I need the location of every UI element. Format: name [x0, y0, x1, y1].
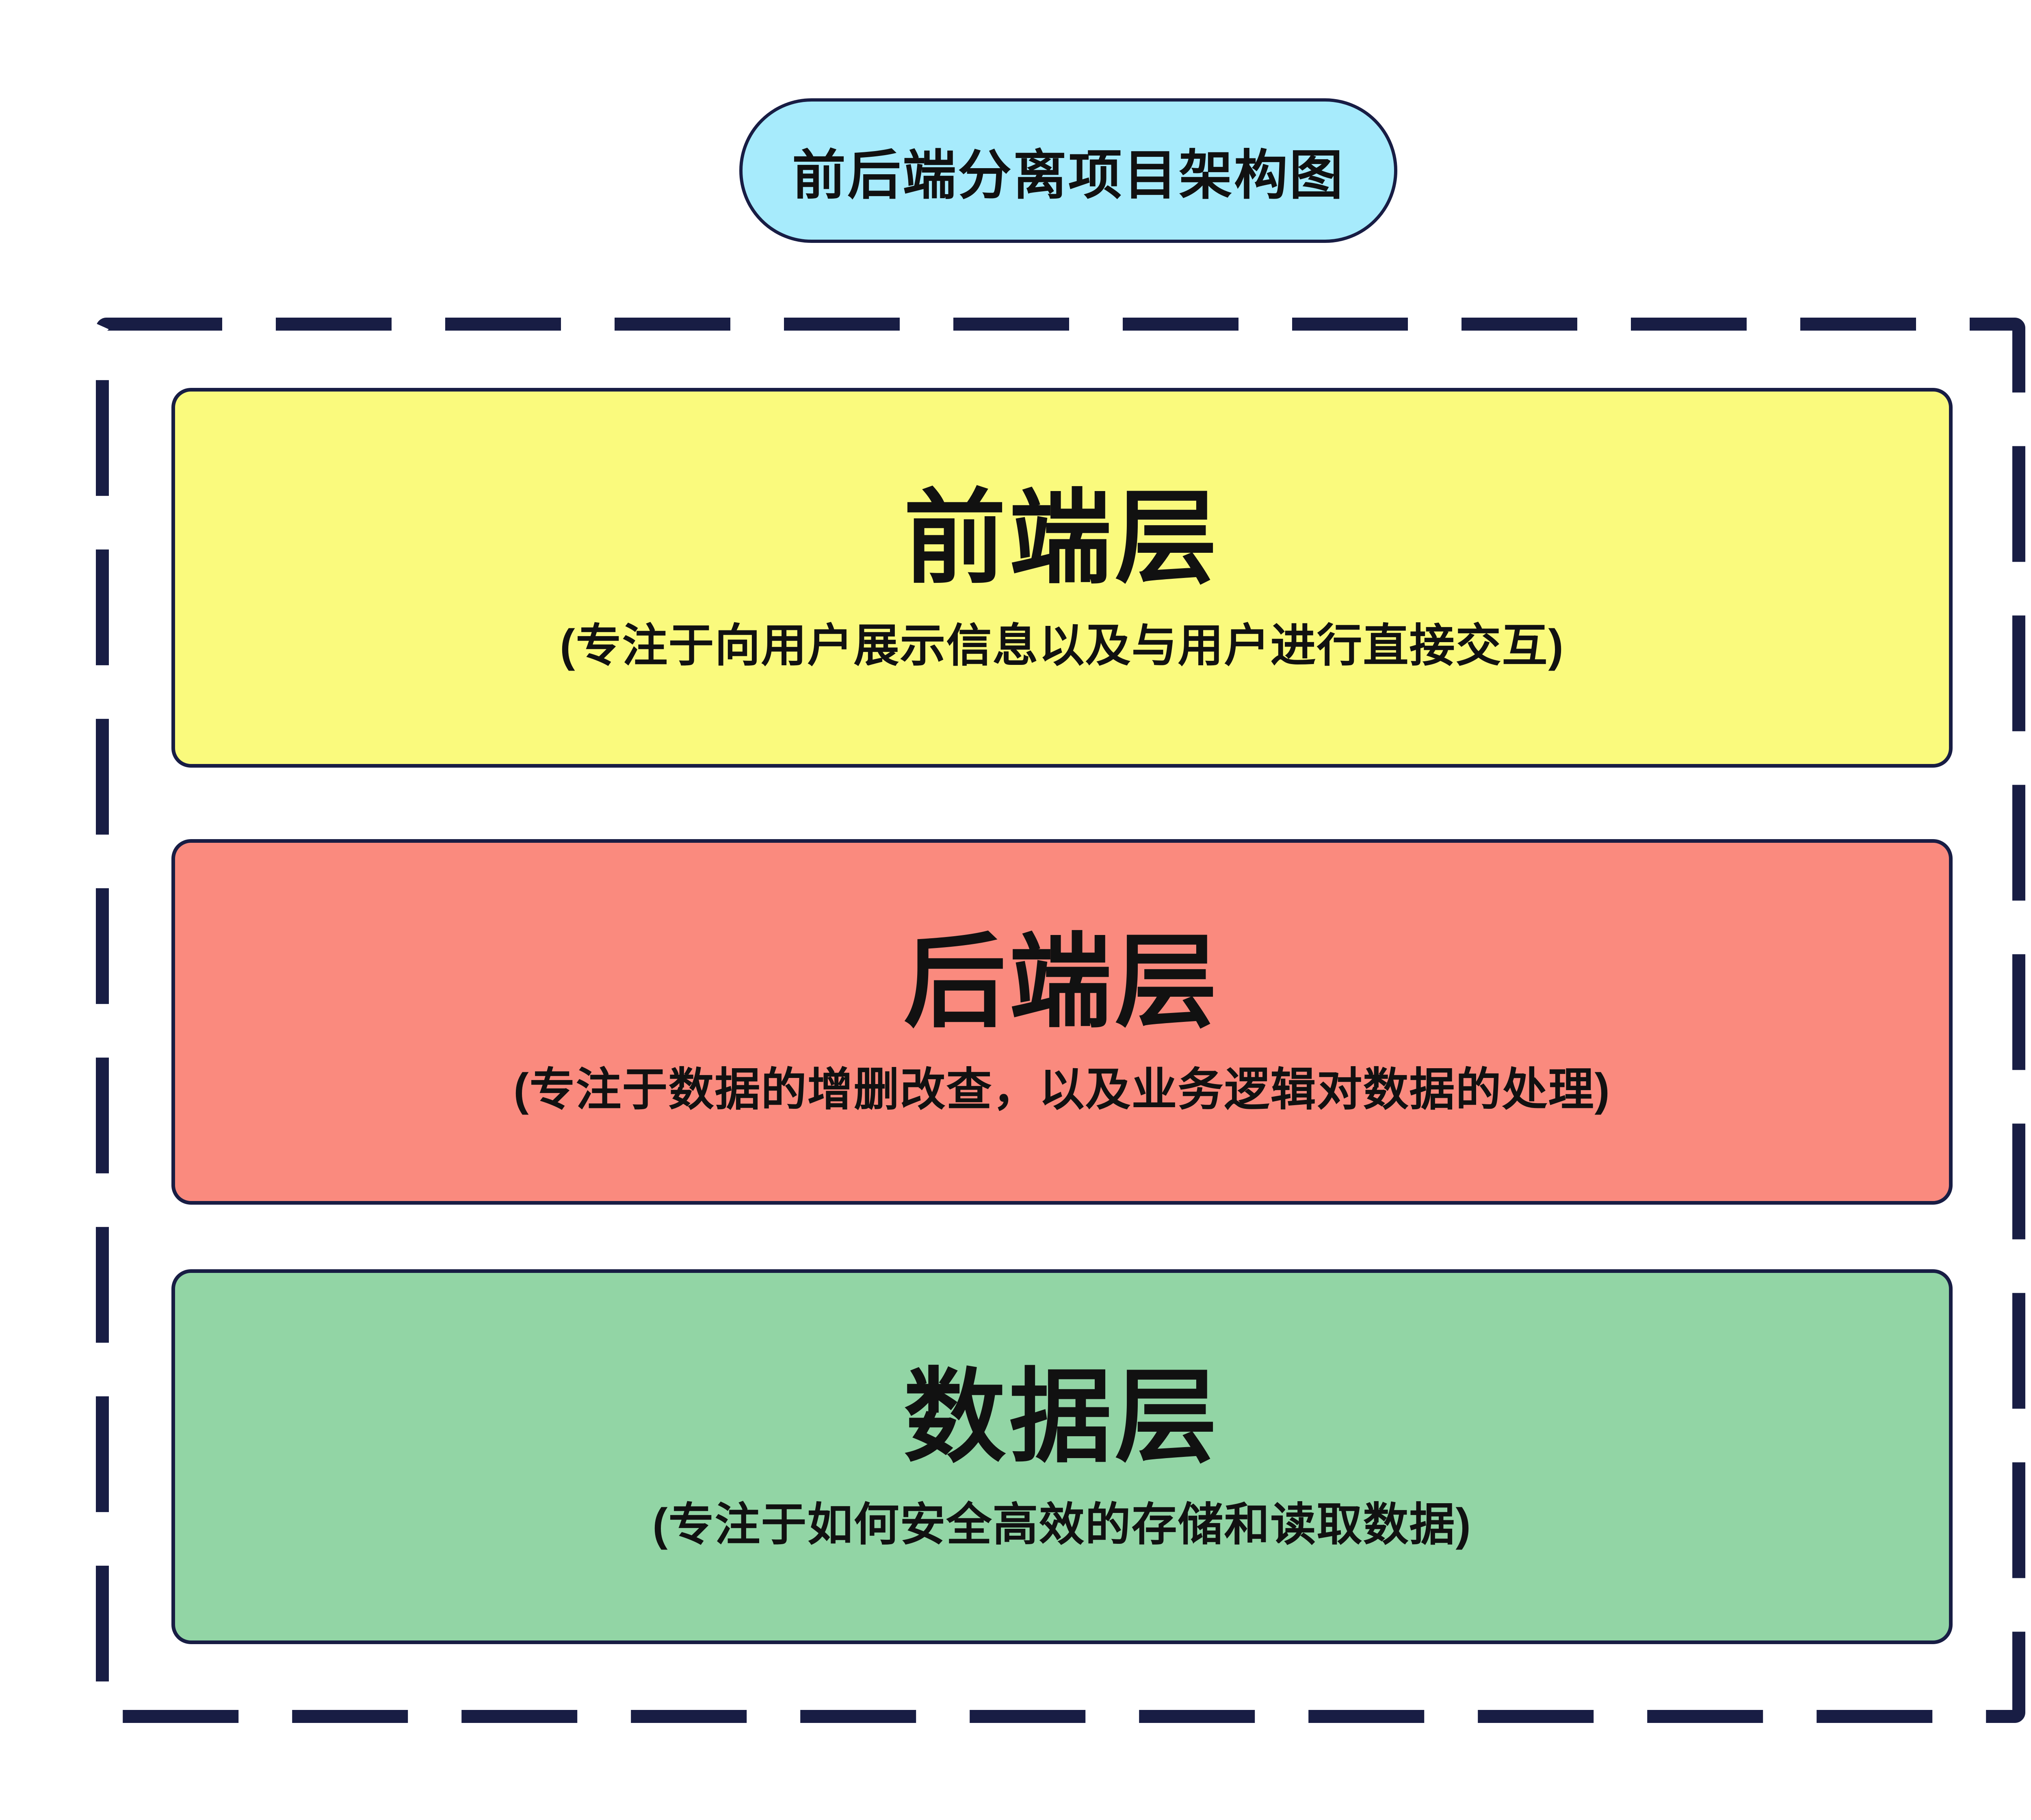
diagram-title: 前后端分离项目架构图 [792, 145, 1345, 205]
layer-data-description: (专注于如何安全高效的存储和读取数据) [652, 1499, 1472, 1550]
layer-frontend-title: 前端层 [903, 481, 1221, 595]
layer-frontend-description: (专注于向用户展示信息以及与用户进行直接交互) [560, 620, 1564, 671]
layer-box-backend: 后端层 (专注于数据的增删改查，以及业务逻辑对数据的处理) [171, 839, 1953, 1205]
layer-backend-description: (专注于数据的增删改查，以及业务逻辑对数据的处理) [513, 1064, 1611, 1115]
layer-backend-title: 后端层 [903, 925, 1221, 1039]
layer-box-frontend: 前端层 (专注于向用户展示信息以及与用户进行直接交互) [171, 388, 1953, 768]
layer-box-data: 数据层 (专注于如何安全高效的存储和读取数据) [171, 1269, 1953, 1644]
diagram-title-pill: 前后端分离项目架构图 [739, 98, 1397, 243]
layer-data-title: 数据层 [903, 1360, 1221, 1474]
